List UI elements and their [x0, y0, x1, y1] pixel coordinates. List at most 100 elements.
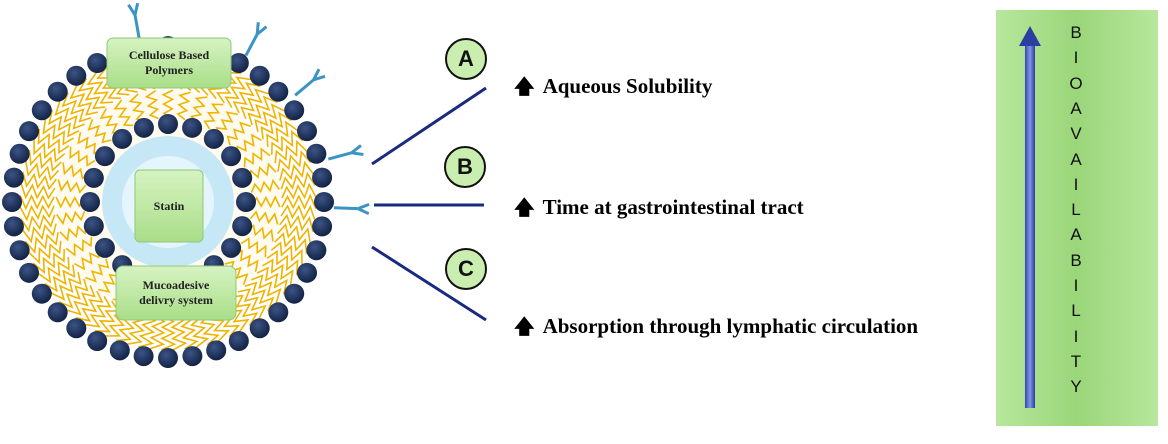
lipid-tail [232, 82, 261, 114]
head-group [9, 143, 30, 164]
lipid-tail [226, 121, 251, 146]
bioavailability-letter: V [1070, 124, 1082, 144]
effect-c: 🡅 Absorption through lymphatic circulatio… [514, 312, 918, 346]
lipid-tail [250, 178, 280, 194]
lipid-tail [38, 257, 70, 284]
head-group [312, 167, 333, 188]
bioavailability-letter: I [1073, 48, 1079, 68]
head-group [296, 262, 317, 283]
lipid-tail [280, 171, 316, 190]
lipid-tail [25, 160, 60, 181]
lipid-tail [203, 103, 224, 130]
head-group [182, 117, 203, 138]
lipid-tail [248, 162, 277, 180]
lipid-tail [22, 223, 57, 244]
lipid-tail [256, 266, 288, 295]
lipid-tail [249, 210, 279, 225]
lipid-tail [276, 223, 311, 244]
lipid-tail [56, 210, 86, 226]
head-group [268, 81, 289, 102]
head-group [3, 167, 24, 188]
ligand-icon [127, 2, 141, 39]
lipid-tail [244, 281, 275, 312]
lipid-tail [37, 128, 70, 155]
lipid-tail [161, 89, 175, 119]
head-group [158, 114, 178, 134]
up-arrow-icon: 🡅 [514, 314, 535, 338]
lipid-tail [74, 248, 100, 271]
head-group [221, 146, 242, 167]
head-group [306, 240, 327, 261]
mucoadhesive-label: Mucoadesive delivry system [139, 278, 213, 307]
head-group [94, 237, 115, 258]
lipid-tail [260, 111, 292, 140]
lipid-tail [274, 232, 308, 255]
lipid-tail [270, 241, 303, 265]
bioavailability-letter: L [1071, 301, 1081, 321]
head-group [87, 53, 108, 74]
lipid-tail [247, 95, 278, 126]
effect-a: 🡅Aqueous Solubility [514, 72, 712, 106]
lipid-tail [138, 313, 157, 348]
badge-c [445, 248, 487, 290]
lipid-tail [69, 146, 96, 167]
head-group [83, 216, 104, 237]
ligand-icon [327, 144, 364, 161]
head-group [314, 192, 334, 212]
ligands [127, 2, 370, 216]
lipid-tail [86, 72, 113, 104]
head-group [66, 318, 87, 339]
lipid-tail [176, 91, 191, 121]
head-group [9, 240, 30, 261]
bioavailability-letter: B [1070, 250, 1082, 270]
head-group [133, 117, 154, 138]
bioavailability-letter: I [1073, 276, 1079, 295]
head-group [47, 81, 68, 102]
effect-c-text: Absorption through lymphatic circulation [542, 314, 919, 338]
bioavailability-letter: I [1073, 174, 1079, 194]
lipid-tail [281, 182, 317, 200]
lipid-tail [159, 315, 177, 351]
up-arrow-icon: 🡅 [514, 195, 535, 219]
head-group [66, 65, 87, 86]
liposome [2, 2, 370, 368]
effect-b: 🡅Time at gastrointestinal tract [514, 193, 804, 227]
bioavailability-panel [996, 10, 1158, 426]
head-group [232, 216, 253, 237]
ligand-icon [244, 22, 268, 57]
branch-letter-a: A [458, 46, 474, 71]
lipid-tail [240, 88, 270, 119]
lipid-tail [251, 195, 281, 209]
lipid-tail [20, 183, 56, 200]
badge-a [445, 38, 487, 80]
lipid-tail [58, 278, 89, 309]
lipid-tail [28, 240, 62, 265]
head-group [31, 100, 52, 121]
lipid-tail [62, 162, 90, 180]
head-group [284, 100, 305, 121]
bioavailability-letter: Y [1070, 377, 1082, 397]
badge-b [444, 146, 486, 188]
lipid-tail [95, 66, 121, 99]
ligand-icon [294, 68, 326, 97]
bioavailability-letter: A [1070, 149, 1082, 169]
bioavailability-letter: L [1071, 200, 1081, 220]
lipid-tail [243, 147, 271, 168]
lipid-tail [59, 224, 88, 242]
head-group [3, 216, 24, 237]
head-group [284, 283, 305, 304]
ligand-icon [333, 202, 370, 216]
head-group [19, 262, 40, 283]
lipid-tail [48, 109, 80, 138]
branch-line-c [371, 245, 487, 322]
lipid-tail [65, 236, 93, 257]
lipid-tail [19, 204, 55, 222]
lipid-tail [254, 103, 286, 133]
lipid-tail [113, 99, 134, 127]
lipid-tail [279, 160, 314, 181]
branch-line-a [371, 86, 487, 166]
lipid-tail [20, 214, 56, 233]
head-group [232, 167, 253, 188]
head-group [112, 128, 133, 149]
